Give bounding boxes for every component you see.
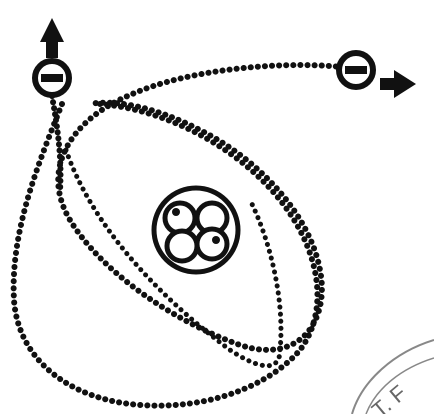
nucleus: [151, 185, 241, 275]
minus-sign-icon: [345, 66, 367, 74]
right-arrow-icon: [380, 70, 416, 98]
orbit-path-diagonal: [55, 62, 353, 353]
minus-sign-icon: [41, 74, 63, 82]
nucleus-outer-ring: [151, 185, 241, 275]
orbit-path-inner: [63, 147, 284, 369]
orbit-path-left: [10, 101, 321, 409]
stamp: T. F: [351, 339, 434, 414]
nucleus-particle: [162, 200, 198, 236]
nucleus-particle: [194, 226, 230, 262]
electron-trail-left: [49, 93, 64, 193]
nucleus-particle: [164, 228, 200, 264]
up-arrow-icon: [40, 18, 64, 58]
stamp-text: T. F: [367, 380, 411, 414]
electron-left: [32, 58, 72, 98]
electron-right: [336, 50, 376, 90]
